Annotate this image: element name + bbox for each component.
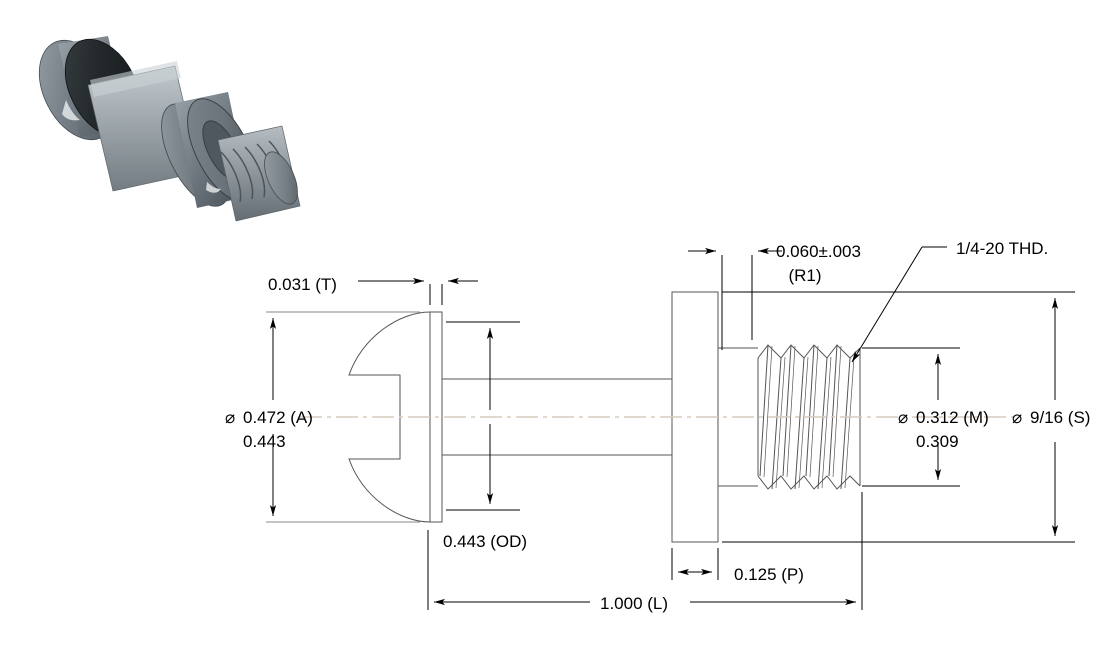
diameter-symbol-A: ⌀ [225,408,235,428]
dim-R1 [688,247,782,350]
shank-profile [442,378,672,456]
dim-P [671,548,719,580]
dim-label-L: 1.000 (L) [600,594,668,613]
relief-profile [718,347,758,487]
diameter-symbol-S: ⌀ [1012,408,1022,428]
diameter-symbol-M: ⌀ [898,408,908,428]
dim-M [862,347,960,487]
dim-OD [446,321,520,511]
dim-A [266,311,420,523]
dim-label-A-line2: 0.443 [243,432,286,451]
dim-label-P: 0.125 (P) [734,565,804,584]
dim-label-OD: 0.443 (OD) [443,532,527,551]
dim-label-R1-line2: (R1) [788,266,821,285]
dim-THD-leader [851,246,947,363]
isometric-render [38,36,301,222]
dim-label-R1-line1: 0.060±.003 [776,242,861,261]
dim-S [722,291,1075,543]
dimension-layer [266,246,1075,610]
dim-label-A-line1: 0.472 (A) [243,408,313,427]
dim-T [358,277,478,305]
dim-L [427,492,863,610]
dim-label-M-line1: 0.312 (M) [916,408,989,427]
dim-label-M-line2: 0.309 [916,432,959,451]
dim-label-T: 0.031 (T) [268,275,337,294]
dimension-text-layer: 0.031 (T) ⌀ 0.472 (A) 0.443 0.443 (OD) 0… [225,239,1090,613]
dim-label-THD: 1/4-20 THD. [956,239,1048,258]
dim-label-S: 9/16 (S) [1030,408,1090,427]
render-thread [217,125,301,222]
